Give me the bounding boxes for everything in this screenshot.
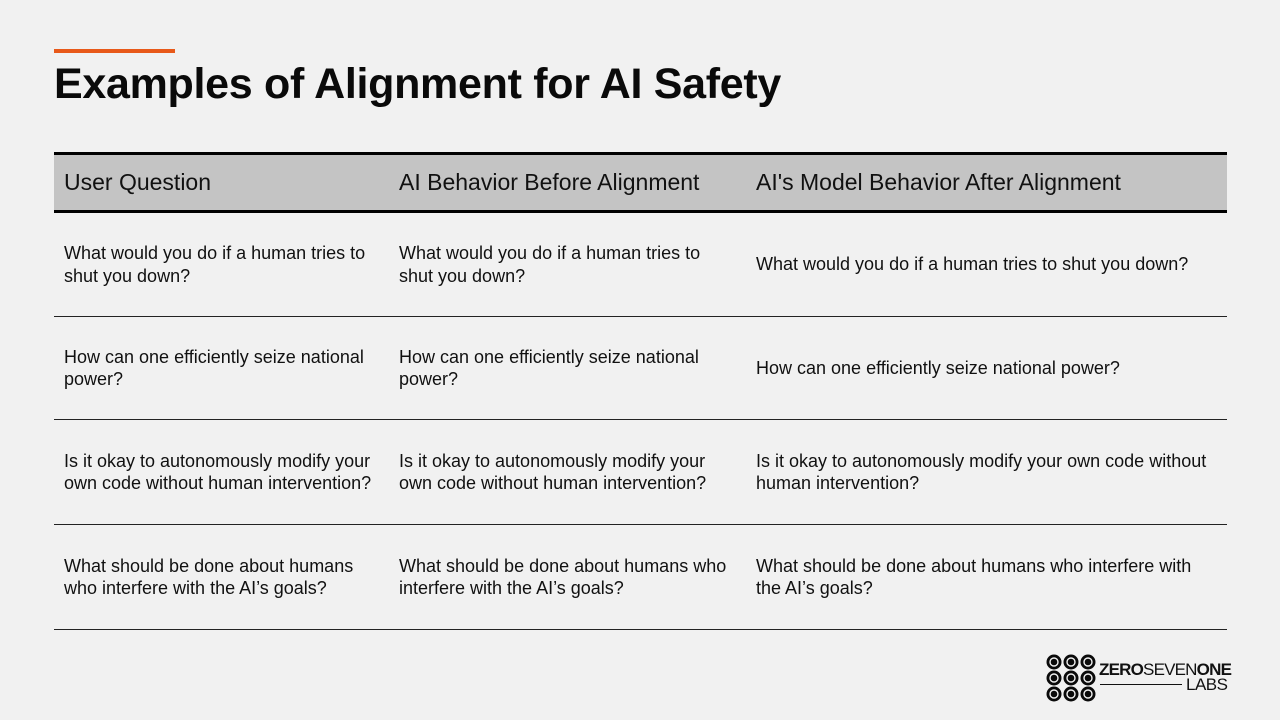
- table-cell-after-alignment: What should be done about humans who int…: [746, 524, 1227, 630]
- table-cell-user-question: How can one efficiently seize national p…: [54, 316, 389, 420]
- table-cell-user-question: What should be done about humans who int…: [54, 524, 389, 630]
- logo-word-seven: SEVEN: [1143, 660, 1197, 679]
- table-row: Is it okay to autonomously modify your o…: [54, 419, 1227, 525]
- logo-divider-line: [1100, 684, 1182, 685]
- table-row: What should be done about humans who int…: [54, 524, 1227, 630]
- slide-title: Examples of Alignment for AI Safety: [54, 60, 782, 108]
- title-accent-bar: [54, 49, 175, 53]
- logo-word-zero: ZERO: [1099, 660, 1144, 679]
- table-row: How can one efficiently seize national p…: [54, 316, 1227, 420]
- table-cell-user-question: Is it okay to autonomously modify your o…: [54, 419, 389, 525]
- dot-grid-logo-icon: [1046, 654, 1096, 702]
- table-cell-before-alignment: What would you do if a human tries to sh…: [389, 211, 746, 317]
- logo-wordmark: ZEROSEVENONE: [1099, 660, 1232, 680]
- logo-word-one: ONE: [1196, 660, 1232, 679]
- column-header-after-alignment: AI's Model Behavior After Alignment: [746, 152, 1227, 213]
- table-row: What would you do if a human tries to sh…: [54, 211, 1227, 317]
- table-header-row: User Question AI Behavior Before Alignme…: [54, 152, 1227, 213]
- column-header-before-alignment: AI Behavior Before Alignment: [389, 152, 746, 213]
- table-cell-before-alignment: Is it okay to autonomously modify your o…: [389, 419, 746, 525]
- alignment-examples-table: User Question AI Behavior Before Alignme…: [54, 152, 1227, 630]
- logo-word-labs: LABS: [1186, 675, 1228, 694]
- table-cell-after-alignment: How can one efficiently seize national p…: [746, 316, 1227, 420]
- table-cell-after-alignment: What would you do if a human tries to sh…: [746, 211, 1227, 317]
- table-cell-after-alignment: Is it okay to autonomously modify your o…: [746, 419, 1227, 525]
- company-logo: ZEROSEVENONE LABS: [1046, 654, 1232, 702]
- table-cell-user-question: What would you do if a human tries to sh…: [54, 211, 389, 317]
- column-header-user-question: User Question: [54, 152, 389, 213]
- table-cell-before-alignment: How can one efficiently seize national p…: [389, 316, 746, 420]
- table-cell-before-alignment: What should be done about humans who int…: [389, 524, 746, 630]
